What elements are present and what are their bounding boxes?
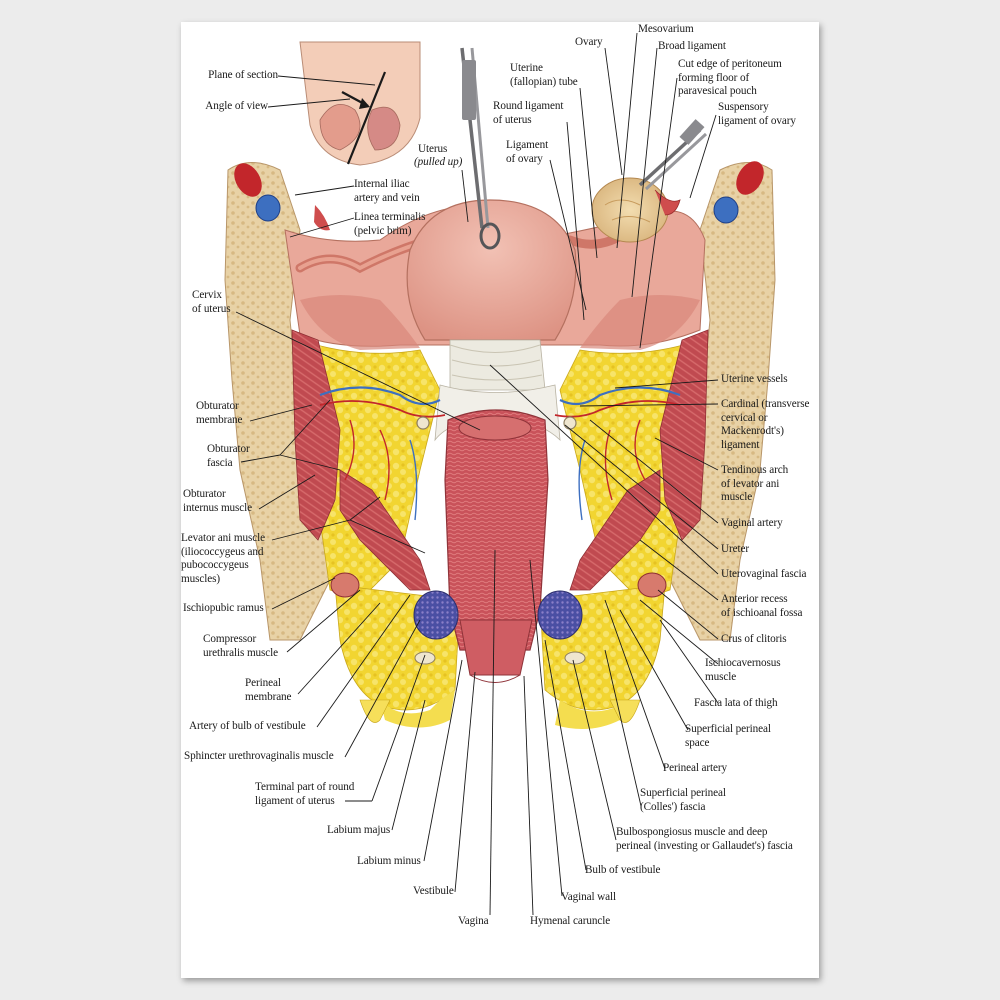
label-ovary: Ovary [575, 36, 603, 48]
uterus-body [406, 199, 577, 341]
inset-sketch [299, 41, 421, 166]
label-superficial-perineal-fascia: Superficial perineal (Colles') fascia [640, 787, 726, 813]
label-obturator-fascia: Obturator fascia [207, 443, 250, 469]
label-labium-minus: Labium minus [357, 855, 421, 867]
label-obturator-membrane: Obturator membrane [196, 400, 243, 426]
label-vagina: Vagina [458, 915, 489, 927]
label-angle-of-view: Angle of view [205, 100, 268, 112]
label-broad-ligament: Broad ligament [658, 40, 726, 52]
label-uterine-tube: Uterine (fallopian) tube [510, 62, 578, 88]
label-perineal-artery: Perineal artery [663, 762, 728, 774]
label-plane-of-section: Plane of section [208, 69, 278, 81]
label-suspensory-ligament: Suspensory ligament of ovary [718, 101, 796, 127]
leader-lines [235, 32, 719, 916]
label-anterior-recess: Anterior recess of ischioanal fossa [721, 593, 803, 619]
label-bulb-of-vestibule: Bulb of vestibule [585, 864, 661, 876]
label-crus-of-clitoris: Crus of clitoris [721, 633, 787, 645]
label-fascia-lata: Fascia lata of thigh [694, 697, 778, 709]
label-sphincter-urethrovaginalis: Sphincter urethrovaginalis muscle [184, 750, 334, 762]
label-obturator-internus: Obturator internus muscle [183, 488, 253, 514]
label-ligament-of-ovary: Ligament of ovary [506, 139, 549, 165]
label-tendinous-arch: Tendinous arch of levator ani muscle [721, 464, 789, 503]
section-plane-line [346, 71, 387, 165]
label-labium-majus: Labium majus [327, 824, 391, 836]
vagina-shape [444, 409, 549, 651]
label-uterine-vessels: Uterine vessels [721, 373, 788, 385]
label-ischiopubic-ramus: Ischiopubic ramus [183, 602, 264, 614]
label-compressor-urethralis: Compressor urethralis muscle [203, 633, 279, 659]
label-ischiocavernosus: Ischiocavernosus muscle [705, 657, 781, 683]
label-linea-terminalis: Linea terminalis (pelvic brim) [354, 211, 426, 237]
label-artery-bulb: Artery of bulb of vestibule [189, 720, 306, 732]
label-ureter: Ureter [721, 543, 749, 555]
forceps-icon [460, 47, 501, 250]
label-bulbospongiosus: Bulbospongiosus muscle and deep perineal… [616, 826, 793, 852]
obturator-internus-right [659, 329, 709, 541]
forceps-ovary-icon [638, 119, 708, 191]
label-uterovaginal-fascia: Uterovaginal fascia [721, 568, 807, 580]
label-levator-ani: Levator ani muscle (iliococcygeus and pu… [181, 532, 265, 585]
view-arrow-icon [359, 98, 370, 109]
label-cut-edge: Cut edge of peritoneum forming floor of … [678, 58, 782, 97]
label-vestibule: Vestibule [413, 885, 454, 897]
obturator-internus-left [291, 329, 341, 541]
label-internal-iliac: Internal iliac artery and vein [354, 178, 420, 204]
label-uterus-note: (pulled up) [414, 156, 463, 168]
label-cervix: Cervix of uterus [192, 289, 231, 315]
label-uterus: Uterus [418, 143, 448, 155]
bulb-left [413, 590, 459, 640]
label-round-ligament: Round ligament of uterus [493, 100, 564, 126]
levator-ani-left [339, 469, 431, 591]
label-perineal-membrane: Perineal membrane [245, 677, 292, 703]
ovary-shape [591, 177, 669, 243]
label-superficial-perineal-space: Superficial perineal space [685, 723, 771, 749]
label-mesovarium: Mesovarium [638, 23, 694, 35]
label-vaginal-wall: Vaginal wall [561, 891, 617, 903]
label-cardinal-ligament: Cardinal (transverse cervical or Mackenr… [721, 398, 810, 451]
bulb-right [537, 590, 583, 640]
label-hymenal-caruncle: Hymenal caruncle [530, 915, 611, 927]
label-terminal-round-ligament: Terminal part of round ligament of uteru… [255, 781, 355, 807]
label-vaginal-artery: Vaginal artery [721, 517, 783, 529]
